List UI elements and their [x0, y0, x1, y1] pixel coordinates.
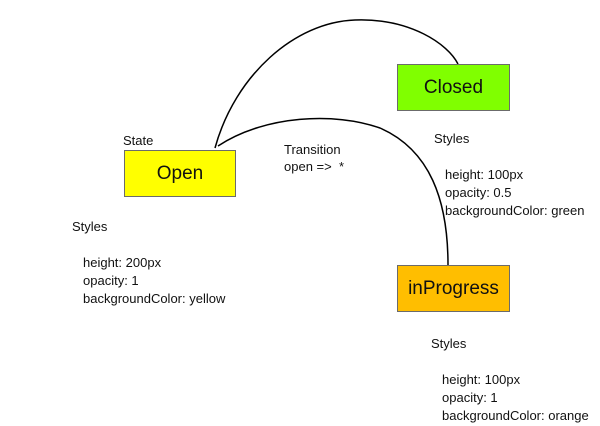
transition-title: Transition — [284, 142, 341, 157]
closed-styles-heading: Styles — [434, 131, 470, 146]
open-styles-heading: Styles — [72, 219, 108, 234]
open-style-background: backgroundColor: yellow — [83, 291, 226, 306]
closed-style-background: backgroundColor: green — [445, 203, 585, 218]
state-open[interactable]: Open — [124, 150, 236, 197]
transition-label: Transition open => * — [284, 141, 344, 175]
transition-rule: open => * — [284, 159, 344, 174]
closed-style-height: height: 100px — [445, 167, 524, 182]
state-open-label: Open — [156, 162, 204, 184]
state-closed-label: Closed — [423, 76, 484, 98]
open-style-height: height: 200px — [83, 255, 162, 270]
arrow-open-to-inprogress — [217, 117, 449, 266]
inprogress-styles: Styles height: 100px opacity: 1 backgrou… — [431, 335, 589, 425]
open-style-opacity: opacity: 1 — [83, 273, 139, 288]
state-inprogress[interactable]: inProgress — [397, 265, 510, 312]
open-styles-props: height: 200px opacity: 1 backgroundColor… — [72, 254, 225, 308]
state-label: State — [123, 133, 154, 148]
closed-styles-props: height: 100px opacity: 0.5 backgroundCol… — [434, 166, 584, 220]
open-styles: Styles height: 200px opacity: 1 backgrou… — [72, 218, 225, 308]
state-closed[interactable]: Closed — [397, 64, 510, 111]
inprogress-styles-heading: Styles — [431, 336, 467, 351]
inprogress-styles-props: height: 100px opacity: 1 backgroundColor… — [431, 371, 589, 425]
inprogress-style-background: backgroundColor: orange — [442, 408, 589, 423]
inprogress-style-opacity: opacity: 1 — [442, 390, 498, 405]
state-inprogress-label: inProgress — [408, 277, 499, 299]
closed-style-opacity: opacity: 0.5 — [445, 185, 512, 200]
closed-styles: Styles height: 100px opacity: 0.5 backgr… — [434, 130, 584, 220]
inprogress-style-height: height: 100px — [442, 372, 521, 387]
arrow-open-to-closed — [214, 19, 459, 149]
